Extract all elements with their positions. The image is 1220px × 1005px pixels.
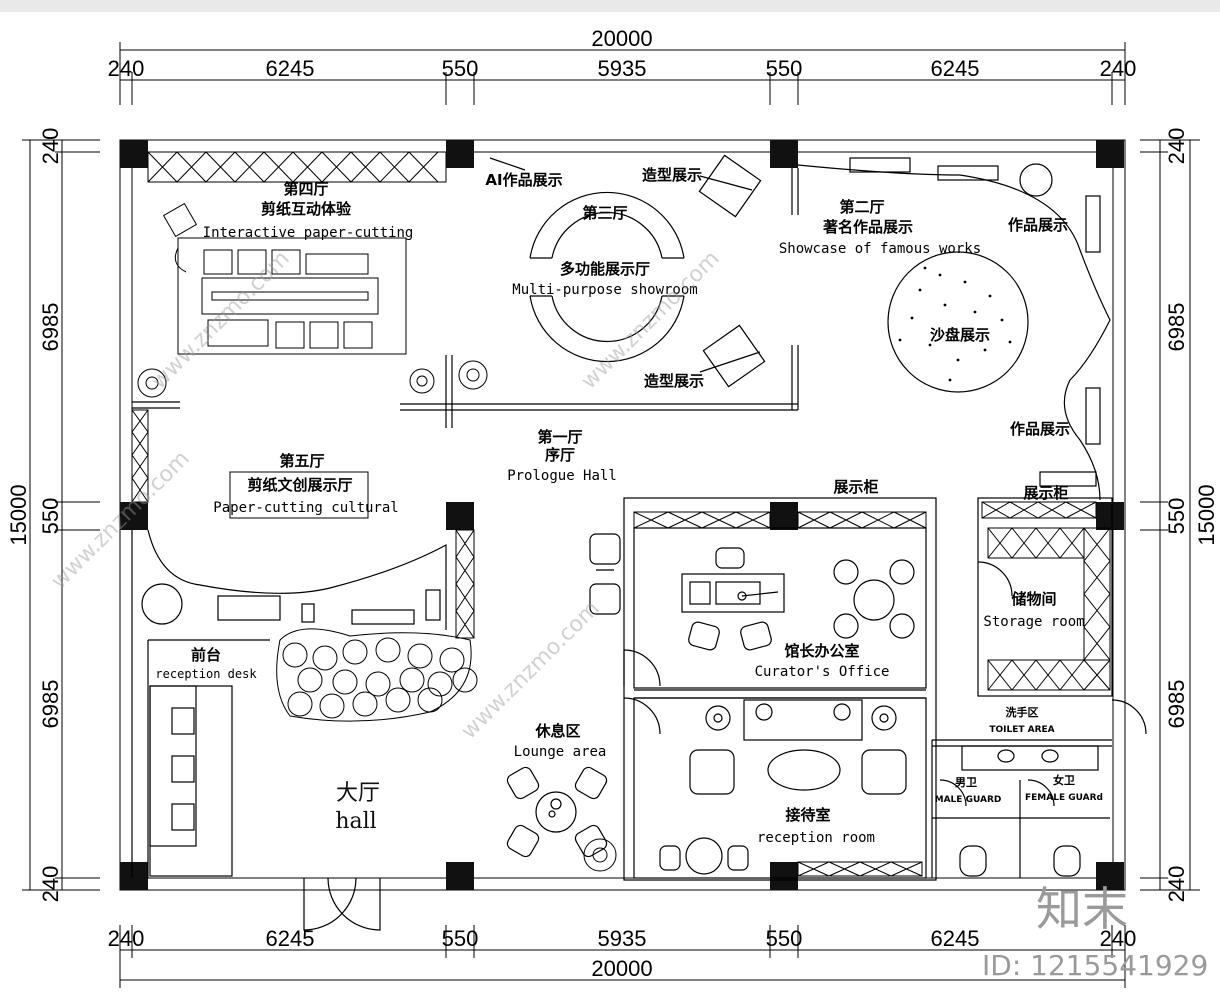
dim-right-seg: 6985	[1164, 680, 1189, 729]
hall5-subtitle: 剪纸文创展示厅	[247, 476, 352, 494]
watermark-logo: 知末	[1036, 882, 1128, 936]
interior-walls	[131, 168, 1113, 881]
lounge-english: Lounge area	[514, 744, 607, 760]
reception-title: 接待室	[785, 806, 830, 824]
dim-right-seg: 6985	[1164, 303, 1189, 352]
hall2-furniture	[797, 157, 1111, 501]
dim-right-segments: 240 6985 550 6985 240	[1164, 128, 1189, 903]
hall1-title: 第一厅	[537, 428, 582, 446]
hatched-walls	[131, 151, 1111, 877]
watermark-site-text: www.znzmo.com	[457, 596, 605, 744]
dim-bottom-seg: 6245	[931, 926, 980, 951]
works-display-bottom-label: 作品展示	[1010, 420, 1070, 438]
front-desk-title: 前台	[191, 646, 221, 664]
male-title: 男卫	[955, 776, 977, 789]
front-desk-english: reception desk	[155, 667, 257, 681]
curator-english: Curator's Office	[755, 664, 890, 680]
dim-left-seg: 6985	[38, 303, 63, 352]
sand-table-label: 沙盘展示	[930, 326, 990, 344]
hall4-english: Interactive paper-cutting	[203, 225, 414, 241]
works-display-top-label: 作品展示	[1008, 216, 1068, 234]
dim-top-seg: 5935	[598, 56, 647, 81]
hall3-english: Multi-purpose showroom	[512, 282, 697, 298]
top-strip	[0, 0, 1220, 12]
modeling-display-bottom-label: 造型展示	[644, 372, 704, 390]
dim-right-seg: 240	[1164, 128, 1189, 165]
dim-bottom-seg: 240	[108, 926, 145, 951]
curator-title: 馆长办公室	[784, 642, 859, 660]
male-english: MALE GUARD	[935, 795, 1002, 805]
female-english: FEMALE GUARd	[1025, 793, 1103, 803]
hall5-english: Paper-cutting cultural	[213, 500, 398, 516]
outer-walls	[119, 139, 1126, 891]
reception-english: reception room	[757, 830, 875, 846]
lounge-furniture	[506, 533, 621, 858]
dim-top-seg: 240	[108, 56, 145, 81]
dim-left-seg: 240	[38, 866, 63, 903]
dim-top-segments: 240 6245 550 5935 550 6245 240	[108, 56, 1137, 81]
dim-bottom-seg: 240	[1100, 926, 1137, 951]
hall5-title: 第五厅	[279, 452, 324, 470]
dim-bottom-seg: 5935	[598, 926, 647, 951]
dim-top-seg: 550	[442, 56, 479, 81]
hall3-furniture	[489, 154, 766, 388]
lobby-furniture	[149, 685, 381, 931]
dim-bottom-total: 20000	[591, 956, 652, 981]
dim-left-total: 15000	[6, 484, 31, 545]
dim-bottom-seg: 550	[766, 926, 803, 951]
hall3-title: 第三厅	[582, 204, 627, 222]
washroom-title: 洗手区	[1006, 705, 1039, 719]
showcase-left-label: 展示柜	[833, 478, 878, 496]
dim-right-seg: 240	[1164, 866, 1189, 903]
hall4-furniture	[162, 202, 407, 355]
dim-right-total: 15000	[1194, 484, 1219, 545]
dim-bottom-segments: 240 6245 550 5935 550 6245 240	[108, 926, 1137, 951]
dimension-lines	[22, 42, 1200, 988]
hall1-english: Prologue Hall	[507, 468, 617, 484]
lobby-english: hall	[335, 809, 376, 834]
watermark-site-text: www.znzmo.com	[147, 246, 295, 394]
dim-left-segments: 240 6985 550 6985 240	[38, 128, 63, 903]
hall5-label-box	[229, 471, 369, 519]
watermark-id: ID: 1215541929	[982, 949, 1208, 982]
watermark-site-text: www.znzmo.com	[47, 446, 195, 594]
hall5-furniture	[141, 529, 447, 641]
female-title: 女卫	[1053, 773, 1075, 787]
hall4-title: 第四厅	[283, 180, 328, 198]
reception-furniture	[623, 697, 907, 875]
lobby-title: 大厅	[336, 781, 380, 806]
washroom-english: TOILET AREA	[989, 725, 1054, 735]
showcase-right-label: 展示柜	[1023, 484, 1068, 502]
curator-furniture	[623, 547, 915, 687]
room-labels: 第四厅 剪纸互动体验 Interactive paper-cutting AI作…	[155, 166, 1103, 846]
dim-top-seg: 550	[766, 56, 803, 81]
dim-left-seg: 6985	[38, 680, 63, 729]
sand-table-texture	[898, 266, 1012, 382]
hall2-title: 第二厅	[839, 198, 884, 216]
hall1-subtitle: 序厅	[545, 446, 575, 464]
toilet-furniture	[939, 561, 1147, 877]
dim-left-seg: 550	[38, 498, 63, 535]
storage-title: 储物间	[1011, 590, 1056, 608]
dim-top-total: 20000	[591, 26, 652, 51]
dim-top-seg: 240	[1100, 56, 1137, 81]
lounge-title: 休息区	[534, 722, 580, 740]
storage-english: Storage room	[983, 614, 1084, 630]
dim-top-seg: 6245	[266, 56, 315, 81]
hall4-subtitle: 剪纸互动体验	[261, 200, 352, 218]
hall3-subtitle: 多功能展示厅	[560, 260, 650, 278]
modeling-display-top-label: 造型展示	[642, 166, 702, 184]
dim-right-seg: 550	[1164, 498, 1189, 535]
ai-display-label: AI作品展示	[485, 171, 562, 189]
hall2-subtitle: 著名作品展示	[822, 218, 913, 236]
dim-bottom-seg: 550	[442, 926, 479, 951]
dim-top-seg: 6245	[931, 56, 980, 81]
hall2-english: Showcase of famous works	[779, 241, 981, 257]
dim-left-seg: 240	[38, 128, 63, 165]
shrub-cluster	[276, 628, 478, 722]
